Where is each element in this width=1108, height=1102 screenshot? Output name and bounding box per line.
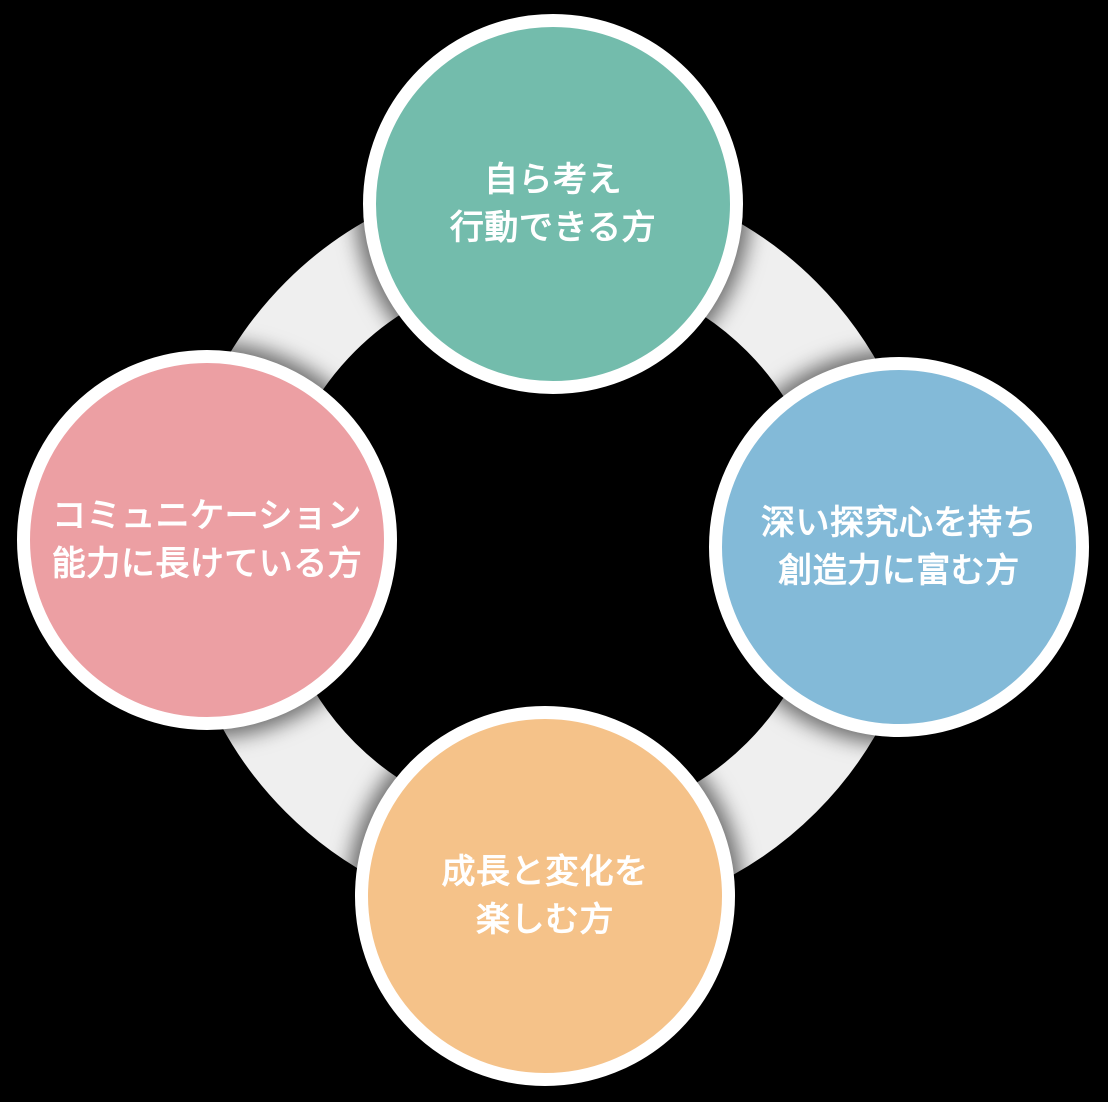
- circle-right-curiosity-creativity: 深い探究心を持ち 創造力に富む方: [709, 357, 1089, 737]
- circle-bottom-line-1: 成長と変化を: [441, 853, 649, 891]
- circle-bottom-line-2: 楽しむ方: [476, 901, 614, 939]
- circle-top-self-driven: 自ら考え 行動できる方: [363, 14, 743, 394]
- circle-left-line-1: コミュニケーション: [52, 497, 362, 535]
- circle-top-line-1: 自ら考え: [484, 161, 622, 199]
- circle-top-line-2: 行動できる方: [449, 209, 657, 247]
- circle-bottom-growth-change: 成長と変化を 楽しむ方: [355, 706, 735, 1086]
- circle-left-line-2: 能力に長けている方: [51, 545, 363, 583]
- circle-right-line-1: 深い探究心を持ち: [761, 504, 1037, 542]
- circle-left-communication: コミュニケーション 能力に長けている方: [17, 350, 397, 730]
- circle-right-line-2: 創造力に富む方: [778, 552, 1020, 590]
